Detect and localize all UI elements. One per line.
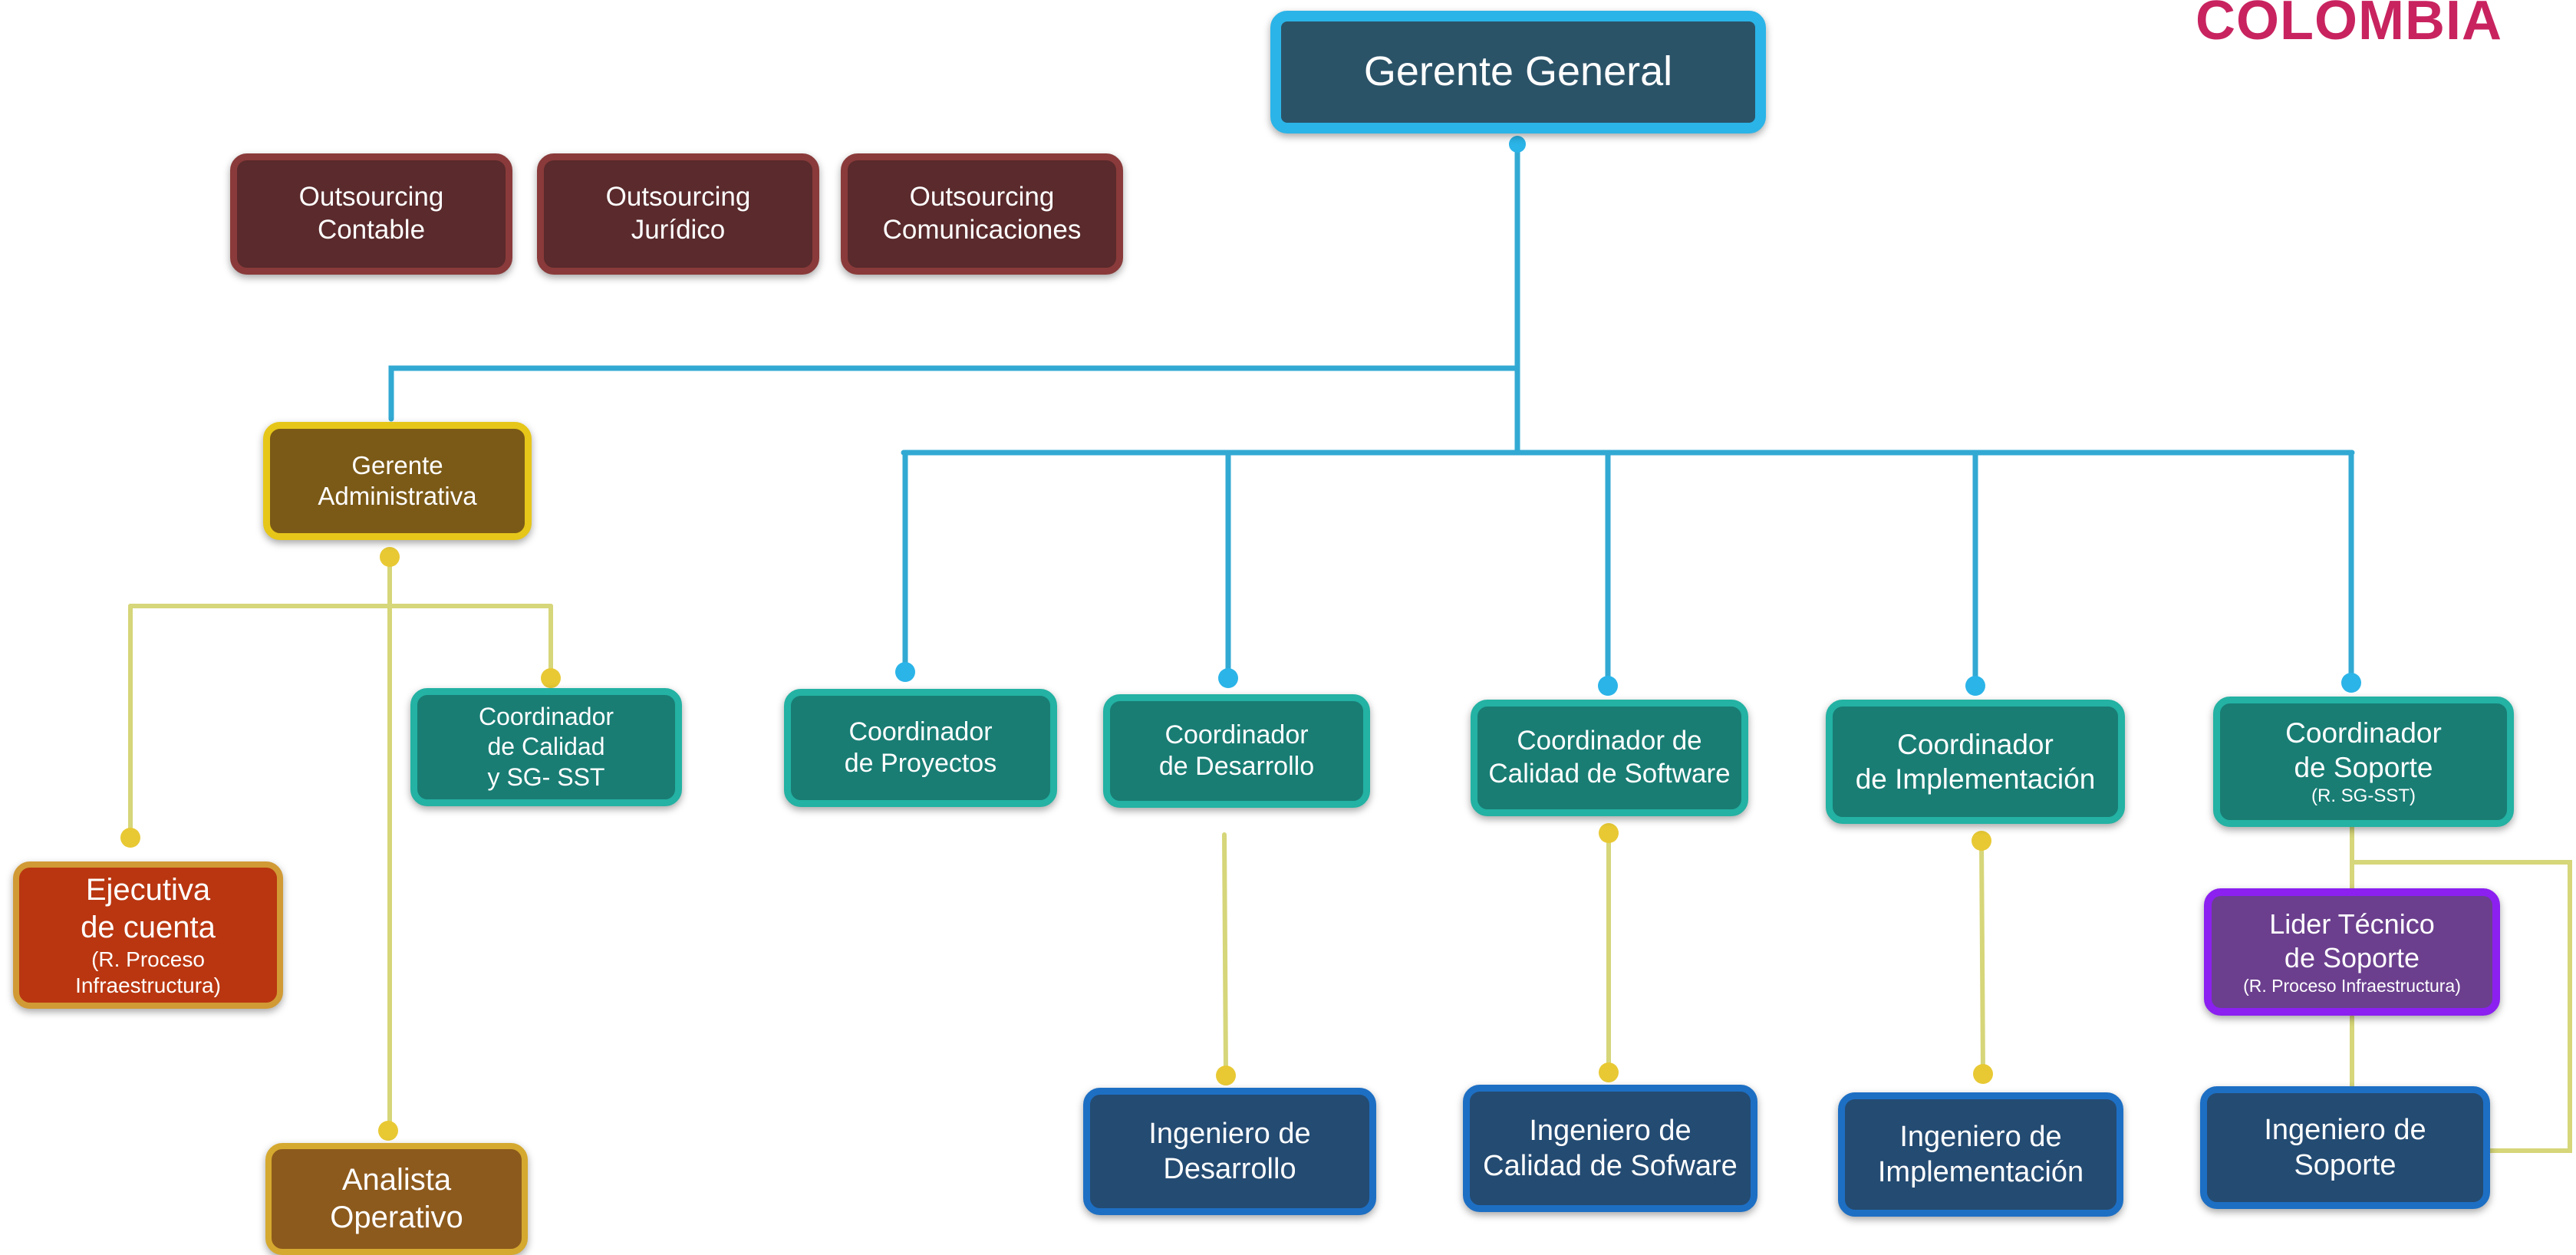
node-outsourcing-contable: Outsourcing Contable bbox=[230, 153, 512, 275]
connector-desarrollo-ingeniero bbox=[1222, 832, 1228, 1076]
node-coordinador-soporte: Coordinador de Soporte (R. SG-SST) bbox=[2213, 697, 2514, 827]
node-label: Lider Técnico bbox=[2269, 908, 2435, 940]
dot-ing-desarrollo bbox=[1216, 1066, 1236, 1085]
node-label: Administrativa bbox=[318, 482, 477, 510]
node-ingeniero-calidad-sofware: Ingeniero de Calidad de Sofware bbox=[1463, 1085, 1757, 1212]
node-label: Coordinador bbox=[2285, 717, 2442, 749]
node-label: de Proyectos bbox=[844, 749, 997, 778]
connector-gg-to-admin bbox=[388, 365, 1520, 422]
dot-calidad-sst bbox=[541, 668, 561, 688]
node-gerente-general: Gerente General bbox=[1270, 11, 1766, 133]
node-sublabel: Infraestructura) bbox=[75, 973, 221, 997]
node-label: Outsourcing bbox=[605, 182, 751, 212]
node-coordinador-implementacion: Coordinador de Implementación bbox=[1826, 700, 2125, 824]
node-label: Gerente bbox=[351, 450, 443, 479]
connector-soporte-loop bbox=[2350, 860, 2572, 1153]
node-outsourcing-comunicaciones: Outsourcing Comunicaciones bbox=[841, 153, 1123, 275]
node-label: Coordinador bbox=[848, 716, 993, 746]
node-label: Ingeniero de bbox=[2264, 1113, 2426, 1146]
connector-impl-ingeniero bbox=[1979, 838, 1985, 1075]
node-label: Comunicaciones bbox=[882, 215, 1082, 245]
node-coordinador-calidad-software: Coordinador de Calidad de Software bbox=[1471, 700, 1748, 816]
node-label: Analista bbox=[341, 1163, 452, 1197]
node-label: Calidad de Software bbox=[1488, 759, 1731, 789]
dot-soporte bbox=[2341, 673, 2361, 693]
node-sublabel: (R. Proceso bbox=[91, 947, 205, 971]
dot-calidad-software bbox=[1598, 676, 1618, 696]
dot-ga-bottom bbox=[380, 547, 400, 567]
node-coordinador-proyectos: Coordinador de Proyectos bbox=[784, 689, 1057, 807]
node-ingeniero-implementacion: Ingeniero de Implementación bbox=[1838, 1092, 2123, 1217]
node-outsourcing-juridico: Outsourcing Jurídico bbox=[537, 153, 819, 275]
node-sublabel: (R. Proceso Infraestructura) bbox=[2243, 975, 2461, 996]
node-label: Calidad de Sofware bbox=[1483, 1150, 1738, 1182]
node-label: Coordinador bbox=[1164, 720, 1309, 749]
node-label: Ejecutiva bbox=[85, 873, 211, 907]
node-gerente-administrativa: Gerente Administrativa bbox=[263, 422, 532, 540]
dot-analista bbox=[378, 1121, 398, 1141]
dot-gg-bottom bbox=[1509, 136, 1526, 153]
dot-ejecutiva bbox=[120, 828, 140, 848]
node-ejecutiva-cuenta: Ejecutiva de cuenta (R. Proceso Infraest… bbox=[13, 861, 283, 1009]
node-coordinador-desarrollo: Coordinador de Desarrollo bbox=[1103, 694, 1370, 808]
node-label: Outsourcing bbox=[298, 182, 444, 212]
node-label: de cuenta bbox=[81, 910, 216, 944]
node-label: Outsourcing bbox=[909, 182, 1055, 212]
node-label: Coordinador bbox=[1897, 728, 2054, 760]
node-label: de Soporte bbox=[2294, 752, 2433, 784]
node-label: de Desarrollo bbox=[1158, 752, 1315, 781]
dot-calsw-bottom bbox=[1599, 823, 1619, 843]
node-label: de Calidad bbox=[487, 733, 605, 761]
node-coordinador-calidad-sst: Coordinador de Calidad y SG- SST bbox=[410, 688, 682, 806]
node-label: Ingeniero de bbox=[1148, 1117, 1311, 1150]
node-sublabel: (R. SG-SST) bbox=[2311, 786, 2416, 807]
dot-desarrollo bbox=[1218, 668, 1238, 688]
node-label: Implementación bbox=[1877, 1156, 2084, 1188]
node-label: Soporte bbox=[2294, 1149, 2396, 1181]
node-label: Ingeniero de bbox=[1529, 1114, 1692, 1147]
node-label: Operativo bbox=[330, 1201, 463, 1234]
node-label: Desarrollo bbox=[1163, 1153, 1296, 1185]
node-label: Coordinador bbox=[478, 703, 614, 731]
node-ingeniero-desarrollo: Ingeniero de Desarrollo bbox=[1083, 1088, 1376, 1215]
node-label: y SG- SST bbox=[487, 763, 605, 791]
node-label: de Soporte bbox=[2284, 941, 2420, 973]
dot-ing-calidad bbox=[1599, 1062, 1619, 1082]
node-label: Contable bbox=[317, 215, 426, 245]
node-label: de Implementación bbox=[1855, 763, 2096, 795]
node-label: Gerente General bbox=[1363, 48, 1673, 95]
node-ingeniero-soporte: Ingeniero de Soporte bbox=[2200, 1086, 2490, 1209]
brand-logo: COLOMBIA bbox=[2196, 0, 2502, 51]
node-label: Coordinador de bbox=[1517, 726, 1702, 756]
dot-ing-implementacion bbox=[1973, 1064, 1993, 1084]
node-label: Ingeniero de bbox=[1899, 1120, 2062, 1153]
node-label: Jurídico bbox=[631, 215, 726, 245]
node-lider-tecnico-soporte: Lider Técnico de Soporte (R. Proceso Inf… bbox=[2204, 888, 2500, 1016]
dot-proyectos bbox=[895, 662, 915, 682]
node-analista-operativo: Analista Operativo bbox=[265, 1143, 528, 1255]
dot-impl-bottom bbox=[1972, 831, 1991, 851]
dot-implementacion bbox=[1965, 676, 1985, 696]
